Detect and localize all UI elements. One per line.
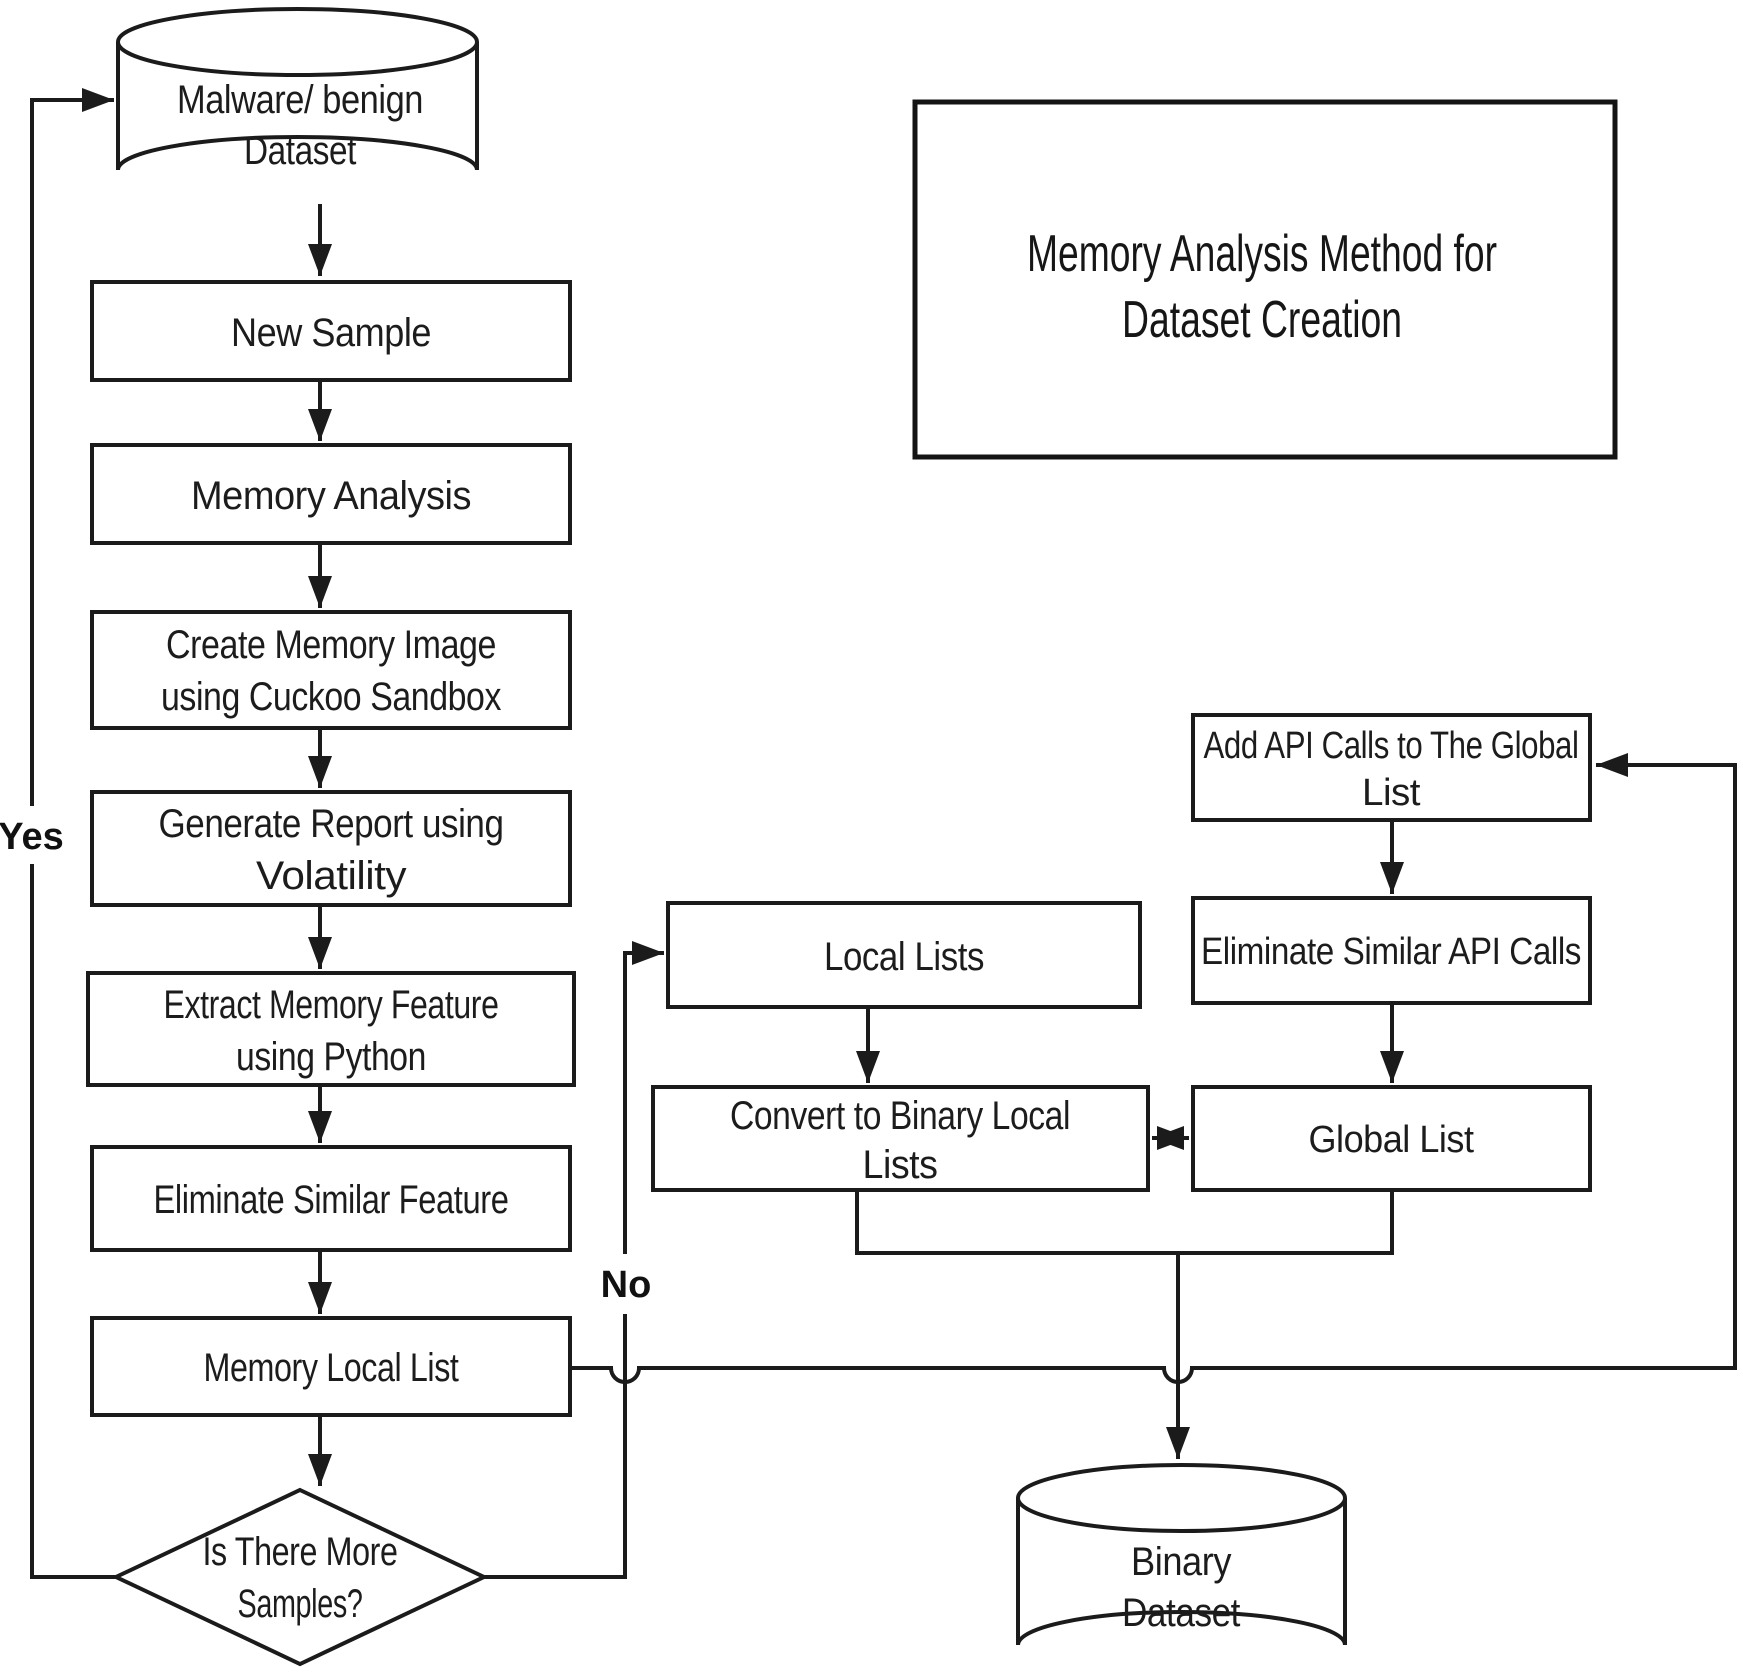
process-box — [90, 1316, 572, 1417]
node-eliminate-similar-feature: Eliminate Similar Feature — [90, 1145, 572, 1252]
diagram-title: Memory Analysis Method for — [1027, 225, 1497, 283]
cylinder-top — [1016, 1463, 1347, 1533]
node-create-memory-image: Create Memory Image using Cuckoo Sandbox — [90, 610, 572, 730]
node-label: Binary — [1131, 1540, 1231, 1584]
node-label: Malware/ benign — [177, 78, 423, 122]
node-malware-benign-dataset: Malware/ benign Dataset — [116, 7, 479, 173]
node-label: Generate Report using — [159, 802, 504, 846]
node-generate-report: Generate Report using Volatility — [90, 790, 572, 907]
node-label: Is There More — [203, 1530, 398, 1574]
node-global-list: Global List — [1191, 1085, 1592, 1192]
process-box — [90, 280, 572, 382]
node-extract-memory-feature: Extract Memory Feature using Python — [86, 971, 576, 1087]
process-box — [90, 1145, 572, 1252]
cylinder-body — [1016, 1498, 1347, 1646]
node-add-api-calls: Add API Calls to The Global List — [1191, 713, 1592, 822]
node-label: using Python — [236, 1035, 426, 1079]
node-label: Dataset — [244, 129, 356, 173]
process-box — [1191, 713, 1592, 822]
node-label: List — [1362, 772, 1421, 814]
cylinder-top — [116, 7, 479, 77]
node-label: Eliminate Similar API Calls — [1201, 931, 1581, 973]
edge-label-no: No — [596, 1254, 656, 1314]
node-label: Samples? — [238, 1582, 363, 1626]
node-label: Memory Analysis — [191, 474, 471, 518]
diagram-title: Dataset Creation — [1122, 291, 1402, 349]
edge-merge-collector — [855, 1190, 1394, 1255]
node-label: Extract Memory Feature — [164, 983, 499, 1027]
process-box — [90, 790, 572, 907]
process-box — [1191, 1085, 1592, 1192]
cylinder-body — [116, 42, 479, 171]
edge-memory-local-list-to-add-api — [570, 753, 1737, 1384]
decision-diamond — [111, 1487, 489, 1667]
node-label: Dataset — [1122, 1591, 1240, 1635]
process-box — [1191, 896, 1592, 1005]
node-memory-local-list: Memory Local List — [90, 1316, 572, 1417]
label-background — [4, 806, 60, 864]
node-label: Add API Calls to The Global — [1204, 725, 1579, 767]
title-box — [912, 99, 1618, 460]
process-box — [90, 443, 572, 545]
node-convert-binary-local-lists: Convert to Binary Local Lists — [651, 1085, 1150, 1192]
node-label: using Cuckoo Sandbox — [161, 675, 501, 719]
process-box — [90, 610, 572, 730]
node-label: Lists — [863, 1143, 938, 1187]
node-label: Local Lists — [824, 935, 984, 979]
node-label: Create Memory Image — [166, 623, 496, 667]
node-label: Volatility — [256, 854, 407, 898]
process-box — [651, 1085, 1150, 1192]
node-local-lists: Local Lists — [666, 901, 1142, 1009]
node-new-sample: New Sample — [90, 280, 572, 382]
node-more-samples-decision: Is There More Samples? — [111, 1487, 489, 1667]
node-label: Memory Local List — [204, 1346, 459, 1390]
process-box — [86, 971, 576, 1087]
no-label: No — [601, 1264, 652, 1306]
label-background — [596, 1254, 656, 1314]
node-label: New Sample — [231, 311, 431, 355]
node-eliminate-similar-api-calls: Eliminate Similar API Calls — [1191, 896, 1592, 1005]
diagram-title-box: Memory Analysis Method for Dataset Creat… — [912, 99, 1618, 460]
node-label: Eliminate Similar Feature — [154, 1178, 509, 1222]
node-binary-dataset: Binary Dataset — [1016, 1463, 1347, 1646]
yes-label: Yes — [0, 816, 64, 858]
node-label: Convert to Binary Local — [730, 1094, 1070, 1138]
process-box — [666, 901, 1142, 1009]
node-label: Global List — [1309, 1119, 1475, 1161]
node-memory-analysis: Memory Analysis — [90, 443, 572, 545]
edge-label-yes: Yes — [0, 806, 64, 864]
